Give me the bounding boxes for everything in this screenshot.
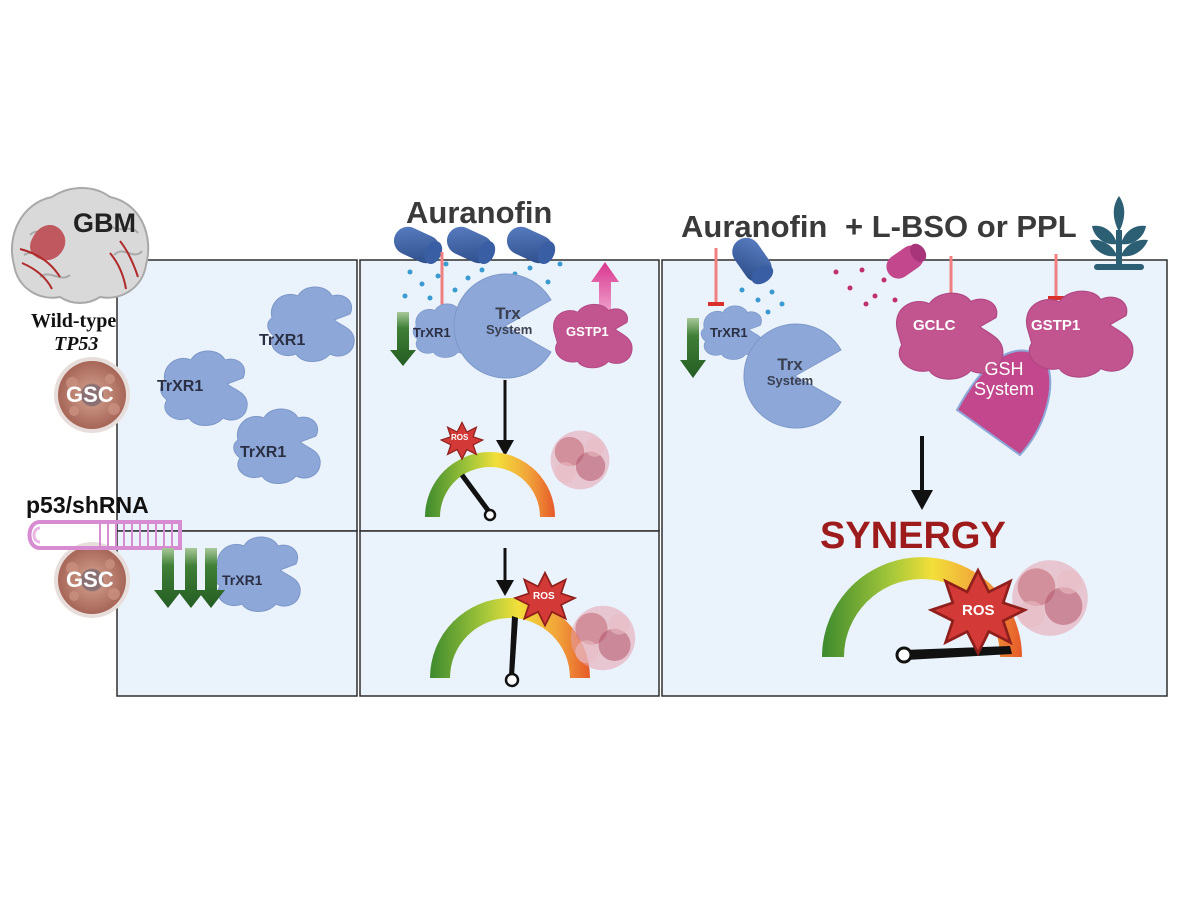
gauge-icon [430, 598, 590, 688]
gclc-label: GCLC [913, 317, 956, 334]
gbm-label: GBM [73, 208, 136, 238]
downregulation-arrows-icon [154, 548, 225, 608]
brain-icon [11, 187, 150, 304]
gsh-system-label: GSH System [974, 359, 1035, 400]
ros-label-1: ROS [451, 433, 469, 442]
shrna-hairpin-icon [27, 520, 182, 550]
downregulation-arrow-icon [680, 318, 706, 378]
ros-label-2: ROS [533, 591, 555, 602]
gstp1-label-middle: GSTP1 [566, 324, 609, 339]
inhibition-line-icon [1048, 254, 1064, 300]
p53-shrna-label: p53/shRNA [26, 492, 149, 518]
gsh-system-line1: GSH [984, 359, 1024, 379]
wild-type-label: Wild-type [31, 310, 117, 332]
trx-system-line1: Trx [495, 304, 521, 323]
trxr1-label-1: TrXR1 [259, 332, 306, 349]
ros-label-3: ROS [962, 602, 995, 619]
trx-system-right-line1: Trx [777, 355, 803, 374]
inhibition-line-icon [708, 248, 724, 306]
trxr1-label-6: TrXR1 [710, 325, 748, 340]
combo-capsule-icon [886, 243, 927, 279]
gsc-label-top: GSC [66, 382, 114, 407]
downregulation-arrow-icon [390, 312, 416, 366]
upregulation-arrow-icon [591, 262, 619, 324]
gstp1-label-right: GSTP1 [1031, 317, 1081, 334]
gsc-label-bottom: GSC [66, 567, 114, 592]
gsh-system-line2: System [974, 378, 1035, 399]
trxr1-label-4: TrXR1 [222, 572, 263, 588]
synergy-label: SYNERGY [820, 515, 1006, 557]
trx-system-right-line2: System [766, 372, 814, 388]
trx-system-line2: System [486, 321, 533, 337]
auranofin-label-right: Auranofin [681, 209, 828, 244]
trx-system-label: Trx System [486, 304, 533, 337]
trxr1-label-5: TrXR1 [413, 325, 451, 340]
auranofin-label-middle: Auranofin [406, 195, 553, 230]
plant-icon [1090, 196, 1148, 270]
tp53-label: TP53 [54, 333, 99, 355]
trx-system-label-right: Trx System [762, 356, 818, 387]
combination-label: + L-BSO or PPL [845, 209, 1077, 244]
gauge-icon [425, 452, 555, 522]
trxr1-label-2: TrXR1 [157, 378, 204, 395]
trxr1-label-3: TrXR1 [240, 444, 287, 461]
drug-particles-icon [833, 267, 898, 307]
